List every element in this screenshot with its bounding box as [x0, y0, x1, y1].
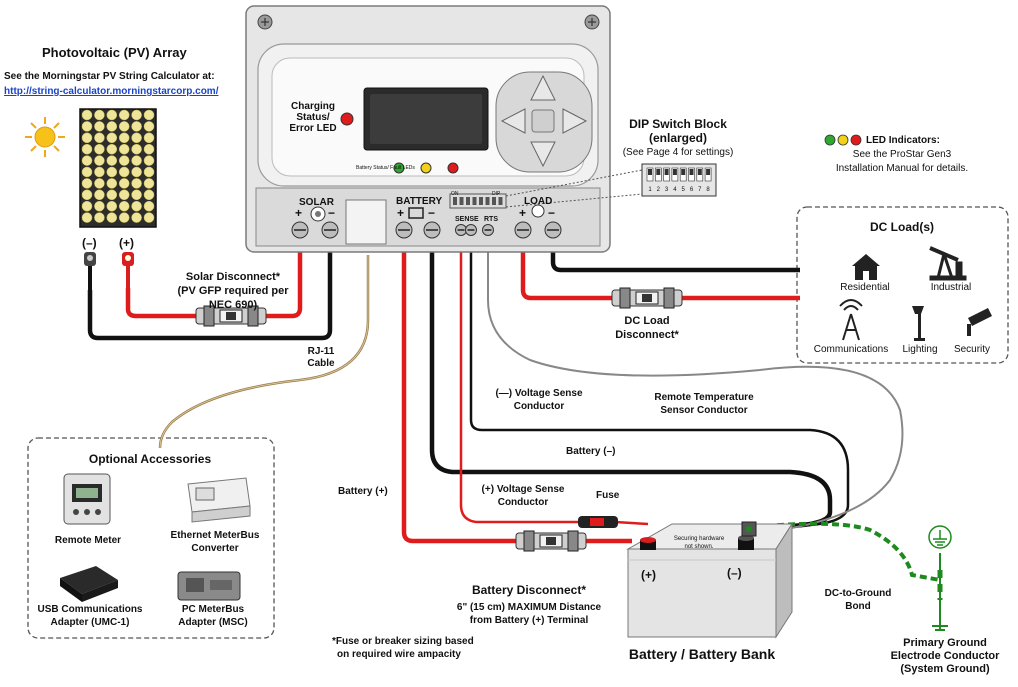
dip-title-1: DIP Switch Block — [629, 117, 727, 131]
accessory-ethernet-meterbus: Ethernet MeterBus Converter — [170, 530, 260, 554]
pv-negative-label: (–) — [82, 236, 97, 250]
load-item-residential: Residential — [840, 282, 890, 293]
load-item-security: Security — [953, 344, 991, 355]
accessory-usb-adapter: USB Communications Adapter (UMC-1) — [37, 604, 143, 628]
antenna-tower-icon — [839, 299, 863, 341]
battery-disconnect-label: Battery Disconnect* — [471, 583, 587, 597]
dc-load-disconnect-label: DC Load Disconnect* — [615, 315, 679, 341]
pv-note: See the Morningstar PV String Calculator… — [4, 71, 215, 82]
dip-switch-number: 7 — [698, 187, 702, 193]
charging-led-label: Charging Status/ Error LED — [289, 101, 337, 134]
dip-switch-number: 6 — [690, 187, 694, 193]
dip-switch-number: 2 — [657, 187, 661, 193]
dip-note: (See Page 4 for settings) — [622, 147, 734, 158]
remote-meter-icon — [63, 473, 111, 525]
ground-electrode-label: Primary Ground Electrode Conductor (Syst… — [890, 637, 1000, 675]
sense-terminal-label: SENSE — [455, 216, 479, 223]
usb-adapter-icon — [60, 566, 118, 602]
battery-negative-label: Battery (–) — [566, 446, 616, 457]
battery-icon — [626, 521, 793, 639]
load-minus-sign: − — [548, 206, 556, 220]
negative-sense-wire — [469, 245, 850, 532]
battery-minus-sign: − — [428, 206, 436, 220]
battery-minus-label: (–) — [727, 566, 742, 580]
dip-title-2: (enlarged) — [648, 131, 707, 145]
battery-positive-label: Battery (+) — [338, 486, 388, 497]
street-lamp-icon — [912, 306, 925, 341]
dip-switch-number: 3 — [665, 187, 669, 193]
pv-negative-wire — [87, 245, 333, 341]
solar-disconnect-label: Solar Disconnect* (PV GFP required per N… — [177, 271, 289, 311]
accessories-box — [27, 437, 275, 639]
dip-switch-number: 4 — [673, 187, 677, 193]
battery-bank-label: Battery / Battery Bank — [628, 646, 776, 662]
accessory-pc-meterbus: PC MeterBus Adapter (MSC) — [178, 604, 248, 628]
pv-leads — [84, 252, 134, 290]
load-negative-wire — [550, 245, 800, 273]
load-item-lighting: Lighting — [902, 344, 938, 355]
oil-pump-icon — [929, 246, 967, 281]
led-indicators-title: LED Indicators: — [866, 135, 940, 146]
small-led-label: Battery Status/ Fault LEDs — [356, 165, 415, 171]
positive-sense-wire — [459, 245, 580, 524]
ground-symbol-icon — [928, 525, 952, 631]
solar-terminal-label: SOLAR — [299, 197, 334, 208]
dc-load-title: DC Load(s) — [870, 220, 934, 234]
fuse-label: Fuse — [596, 490, 620, 501]
fuse-sizing-note: *Fuse or breaker sizing based on require… — [332, 636, 474, 660]
dip-dip-label: DIP — [492, 191, 501, 197]
security-camera-icon — [967, 308, 992, 336]
positive-sense-label: (+) Voltage Sense Conductor — [481, 484, 565, 508]
pv-calculator-link[interactable]: http://string-calculator.morningstarcorp… — [4, 86, 219, 97]
dip-switch-number: 8 — [706, 187, 710, 193]
battery-positive-wire — [401, 245, 520, 544]
solar-plus-sign: + — [295, 206, 303, 220]
led-indicators-line2: Installation Manual for details. — [835, 163, 969, 174]
ground-bond-wire — [765, 521, 941, 582]
fuse-icon — [578, 516, 618, 528]
accessories-title: Optional Accessories — [88, 452, 212, 466]
solar-disconnect-icon — [195, 305, 267, 327]
dc-load-disconnect-icon — [611, 287, 683, 309]
dc-load-box — [796, 206, 1009, 364]
dip-switch-number: 5 — [682, 187, 686, 193]
battery-disconnect-icon — [515, 530, 587, 552]
solar-minus-sign: − — [328, 206, 336, 220]
pv-title: Photovoltaic (PV) Array — [42, 45, 187, 60]
load-item-communications: Communications — [813, 344, 889, 355]
house-icon — [852, 254, 880, 280]
load-plus-sign: + — [519, 206, 527, 220]
battery-plus-sign: + — [397, 206, 405, 220]
load-positive-wire — [520, 245, 612, 301]
led-indicator-dots — [824, 134, 862, 146]
pc-meterbus-icon — [177, 571, 241, 601]
battery-terminal-label: BATTERY — [396, 196, 443, 207]
sun-icon — [25, 117, 65, 157]
negative-sense-label: (—) Voltage Sense Conductor — [495, 388, 583, 412]
rts-wire — [487, 245, 904, 533]
battery-distance-note: 6" (15 cm) MAXIMUM Distance from Battery… — [456, 602, 602, 626]
rts-label: Remote Temperature Sensor Conductor — [654, 392, 754, 416]
ethernet-meterbus-icon — [187, 477, 251, 523]
accessory-remote-meter: Remote Meter — [54, 535, 122, 546]
dip-on-label: ON — [451, 191, 459, 197]
pv-positive-label: (+) — [119, 236, 134, 250]
charge-controller — [245, 5, 611, 253]
load-item-industrial: Industrial — [930, 282, 972, 293]
battery-plus-label: (+) — [641, 568, 656, 582]
rj11-label: RJ-11 Cable — [307, 346, 335, 369]
dip-switch-number: 1 — [648, 187, 652, 193]
ground-bond-label: DC-to-Ground Bond — [824, 588, 892, 612]
led-indicators-line1: See the ProStar Gen3 — [852, 149, 952, 160]
load-terminal-label: LOAD — [524, 196, 553, 207]
rts-terminal-label: RTS — [484, 216, 498, 223]
pv-panel — [79, 108, 157, 228]
securing-hardware-note: Securing hardware not shown. — [673, 536, 725, 550]
